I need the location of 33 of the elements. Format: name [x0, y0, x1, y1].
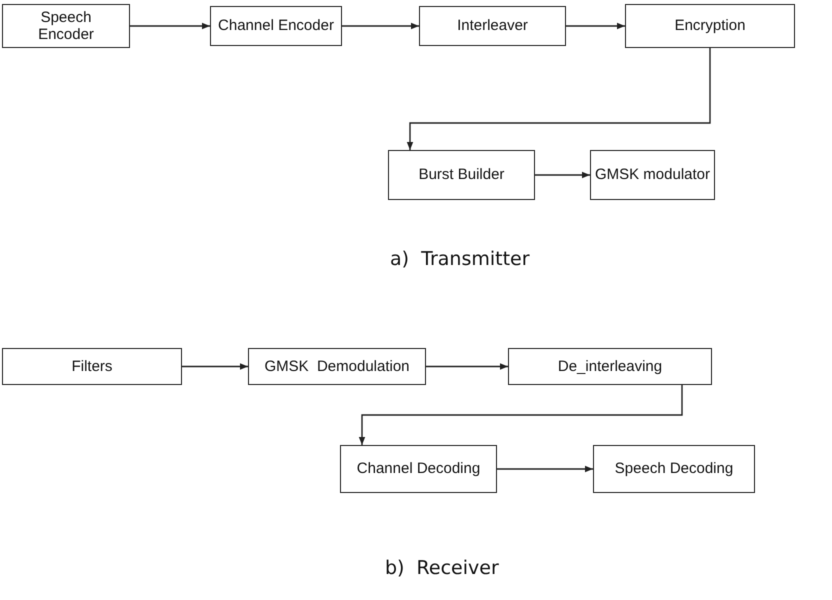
box-label: Speech Decoding — [614, 460, 734, 478]
caption: a) Transmitter — [390, 248, 530, 270]
box-label: De_interleaving — [558, 358, 662, 376]
box-label: GMSK Demodulation — [264, 358, 410, 376]
arrow — [358, 385, 683, 445]
process-box — [593, 445, 755, 493]
process-box — [210, 6, 342, 46]
process-box — [419, 6, 566, 46]
box-label: GMSK modulator — [594, 166, 710, 184]
box-label: Burst Builder — [418, 166, 504, 184]
arrow — [406, 48, 711, 150]
arrow — [342, 22, 419, 30]
box-label: Encryption — [674, 17, 746, 35]
process-box — [590, 150, 715, 200]
process-box — [2, 348, 182, 385]
arrow — [535, 172, 590, 178]
process-box — [340, 445, 497, 493]
arrow — [426, 363, 508, 370]
process-box — [388, 150, 535, 200]
box-label: Interleaver — [457, 17, 528, 35]
arrow — [497, 466, 593, 472]
process-box — [2, 4, 130, 48]
box-label: Channel Encoder — [218, 17, 334, 35]
arrow — [182, 363, 248, 370]
box-label: Channel Decoding — [356, 460, 480, 478]
arrow — [130, 22, 210, 30]
caption: b) Receiver — [385, 557, 499, 579]
process-box — [508, 348, 712, 385]
box-label: Speech Encoder — [37, 8, 95, 44]
process-box — [248, 348, 426, 385]
arrow — [566, 22, 625, 30]
box-label: Filters — [72, 358, 112, 376]
process-box — [625, 4, 795, 48]
